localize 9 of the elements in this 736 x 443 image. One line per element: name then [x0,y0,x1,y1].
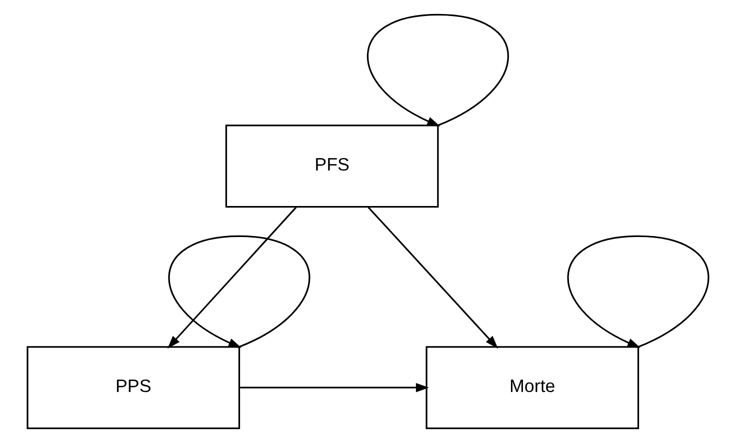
arrow [368,206,498,349]
arrow [367,14,509,126]
arrow [168,235,310,348]
node-box: PFS [225,124,439,208]
node-box: Morte [426,346,640,430]
arrow [567,235,710,348]
arrow [167,206,297,349]
arrow [239,383,429,392]
node-box: PPS [26,346,240,430]
